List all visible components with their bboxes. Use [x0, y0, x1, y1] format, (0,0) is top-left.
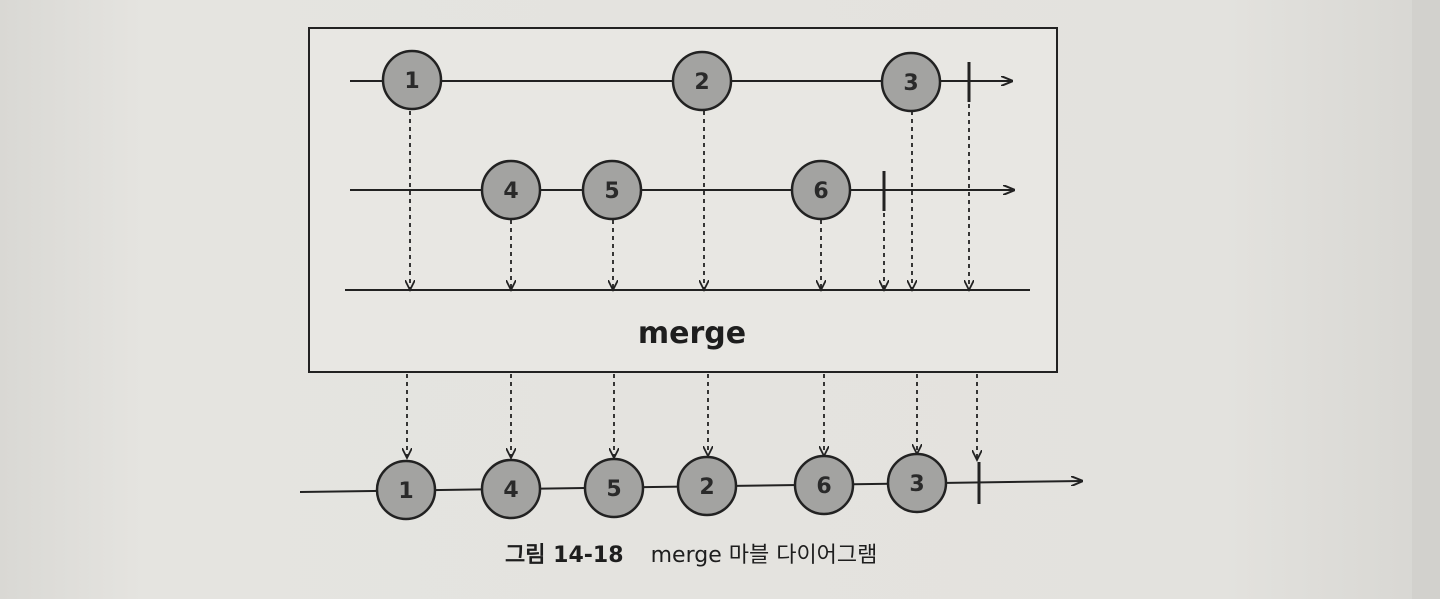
- marble: 6: [790, 159, 852, 221]
- marble: 2: [671, 50, 733, 112]
- marble-label: 6: [813, 179, 828, 204]
- marble: 1: [375, 459, 437, 521]
- input-stream-1-marbles: 1 2 3: [381, 49, 942, 113]
- inner-drop-arrows: [410, 104, 969, 290]
- marble-label: 6: [816, 474, 831, 499]
- marble: 3: [880, 51, 942, 113]
- marble: 2: [676, 455, 738, 517]
- outer-drop-arrows: [407, 374, 977, 460]
- marble: 3: [886, 452, 948, 514]
- marble: 6: [793, 454, 855, 516]
- marble-label: 1: [398, 479, 413, 504]
- marble-label: 2: [699, 475, 714, 500]
- marble: 5: [581, 159, 643, 221]
- marble-label: 3: [909, 472, 924, 497]
- marble-label: 1: [404, 69, 419, 94]
- figure-title: merge 마블 다이어그램: [651, 543, 878, 568]
- page-edge: [1412, 0, 1440, 599]
- marble-label: 3: [903, 71, 918, 96]
- figure-number: 그림 14-18: [505, 543, 624, 568]
- marble-label: 2: [694, 70, 709, 95]
- marble: 4: [480, 458, 542, 520]
- marble-label: 5: [604, 179, 619, 204]
- marble-label: 4: [503, 179, 518, 204]
- marble: 4: [480, 159, 542, 221]
- figure-caption: 그림 14-18 merge 마블 다이어그램: [505, 543, 877, 568]
- marble: 1: [381, 49, 443, 111]
- operator-label: merge: [638, 316, 746, 351]
- marble-label: 5: [606, 477, 621, 502]
- marble: 5: [583, 457, 645, 519]
- input-stream-2-marbles: 4 5 6: [480, 159, 852, 221]
- marble-label: 4: [503, 478, 518, 503]
- output-stream-marbles: 1 4 5 2 6 3: [375, 452, 948, 521]
